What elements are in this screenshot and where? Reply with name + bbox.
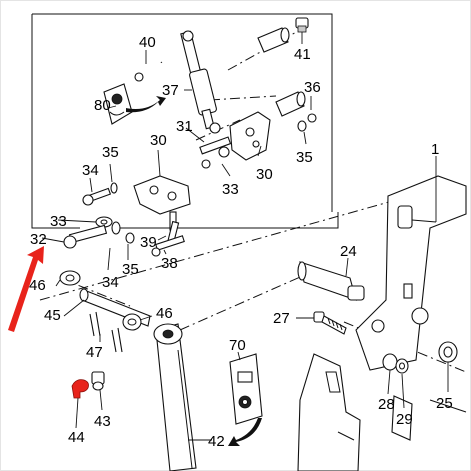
label-35-lower: 35 [122, 261, 139, 278]
callout-arrow-70 [228, 418, 262, 446]
part-47-cotter-pins [89, 311, 123, 353]
part-28-spacer [382, 353, 398, 371]
part-1-lever [355, 175, 467, 371]
label-38: 38 [161, 255, 178, 272]
part-24-shaft [297, 261, 365, 301]
label-41: 41 [294, 46, 311, 63]
leader-lines [41, 32, 449, 441]
part-41-nut [295, 17, 309, 33]
label-42: 42 [208, 433, 225, 450]
label-46-right: 46 [156, 305, 173, 322]
label-46-left: 46 [29, 277, 46, 294]
part-30-bracket-right [229, 111, 271, 161]
part-80-assembly [103, 83, 133, 125]
label-29: 29 [396, 411, 413, 428]
label-36: 36 [304, 79, 321, 96]
detail-frame-left [31, 14, 80, 229]
callout-arrow-80 [126, 96, 166, 113]
label-33-lower: 33 [50, 213, 67, 230]
part-44-clip-highlighted [71, 379, 89, 399]
part-38-pin [151, 235, 185, 257]
part-37-spring-cylinder [180, 30, 221, 134]
guide-line [209, 95, 277, 101]
label-1: 1 [431, 141, 439, 158]
label-44: 44 [68, 429, 85, 446]
part-70-assembly [229, 353, 263, 425]
part-30-bracket-left [133, 175, 191, 231]
label-33-upper: 33 [222, 181, 239, 198]
part-43-fitting [91, 371, 105, 391]
part-40-bolt [134, 61, 163, 82]
part-35-washer-lower [125, 232, 135, 244]
label-80: 80 [94, 97, 111, 114]
label-31: 31 [176, 118, 193, 135]
label-34-upper: 34 [82, 162, 99, 179]
label-40: 40 [139, 34, 156, 51]
part-36-bushing [275, 91, 317, 123]
part-35-washer-upper [297, 120, 307, 132]
part-46-washer-left [59, 270, 81, 286]
label-45: 45 [44, 307, 61, 324]
part-25-bushing [438, 341, 458, 363]
guide-line [39, 199, 397, 301]
frame-plate-lower [297, 353, 467, 471]
part-labels: 40 41 37 36 80 31 30 35 30 33 35 34 1 33… [29, 34, 453, 450]
part-46-washer-right [122, 313, 142, 331]
label-32: 32 [30, 231, 47, 248]
part-27-screw [313, 311, 347, 335]
label-37: 37 [162, 82, 179, 99]
label-39: 39 [140, 234, 157, 251]
label-35-upper-right: 35 [296, 149, 313, 166]
guide-line [59, 277, 131, 307]
part-31-pin [199, 136, 232, 169]
part-34-bolt-lower [63, 221, 121, 249]
label-30-upper-left: 30 [150, 132, 167, 149]
detail-frame [32, 13, 333, 212]
label-27: 27 [273, 310, 290, 327]
label-34-lower: 34 [102, 274, 119, 291]
label-28: 28 [378, 396, 395, 413]
label-70: 70 [229, 337, 246, 354]
bushing-upper [257, 27, 290, 53]
label-30-right: 30 [256, 166, 273, 183]
part-34-bolt-upper [82, 182, 118, 206]
part-42-arm [153, 323, 197, 471]
label-47: 47 [86, 344, 103, 361]
red-indicator-arrow [8, 246, 44, 332]
label-25: 25 [436, 395, 453, 412]
part-29-nut [395, 358, 409, 374]
label-35-mid: 35 [102, 144, 119, 161]
label-24: 24 [340, 243, 357, 260]
detail-frame-bottom [118, 212, 339, 229]
label-43: 43 [94, 413, 111, 430]
guide-line [179, 269, 317, 331]
